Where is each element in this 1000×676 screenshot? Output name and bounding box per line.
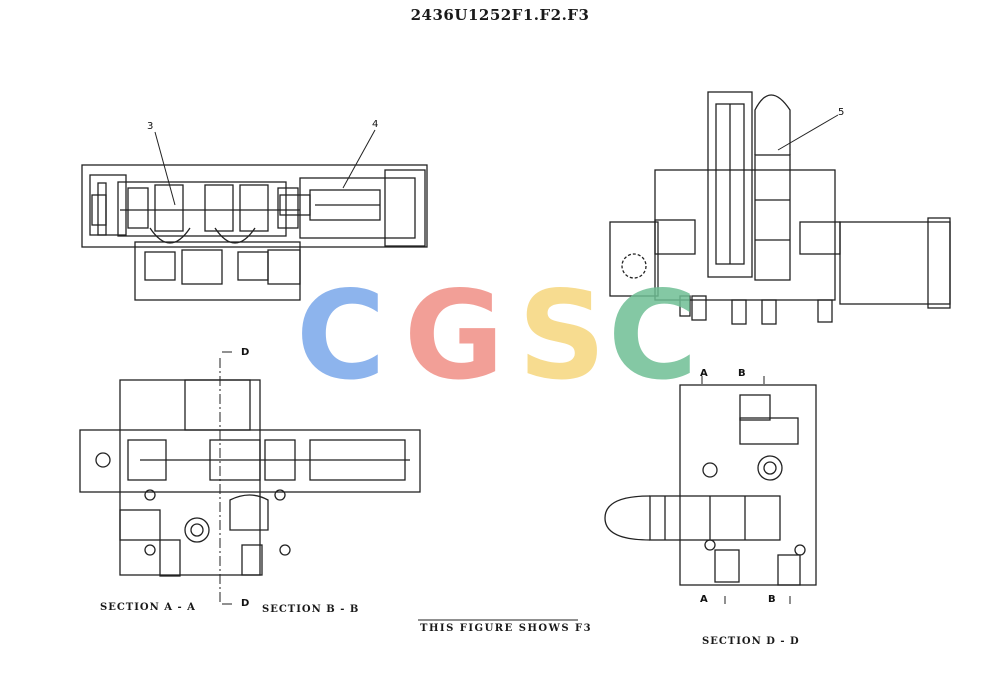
cut-mark-a-bottom: A: [700, 594, 708, 605]
figure-note: THIS FIGURE SHOWS F3: [420, 623, 593, 634]
bottom-left-section-view: [79, 351, 421, 605]
top-left-valve-view: [81, 129, 428, 301]
cgsc-watermark: C G S C: [296, 282, 698, 390]
cut-mark-d-bottom: D: [241, 598, 250, 609]
bottom-right-section-view: [604, 376, 817, 604]
top-right-valve-view: [609, 91, 951, 325]
callout-4: 4: [372, 119, 379, 130]
caption-section-dd: SECTION D - D: [702, 636, 800, 647]
drawing-title: 2436U1252F1.F2.F3: [410, 6, 590, 24]
watermark-letter-g: G: [404, 282, 504, 390]
caption-section-bb: SECTION B - B: [262, 604, 360, 615]
cut-mark-b-top: B: [738, 368, 746, 379]
watermark-letter-c2: C: [608, 282, 698, 390]
cut-mark-a-top: A: [700, 368, 708, 379]
cut-mark-d-top: D: [241, 347, 250, 358]
cut-mark-b-bottom: B: [768, 594, 776, 605]
watermark-letter-s: S: [518, 282, 606, 390]
caption-section-aa: SECTION A - A: [100, 602, 196, 613]
callout-5: 5: [838, 107, 845, 118]
callout-3: 3: [147, 121, 154, 132]
watermark-letter-c1: C: [296, 282, 386, 390]
